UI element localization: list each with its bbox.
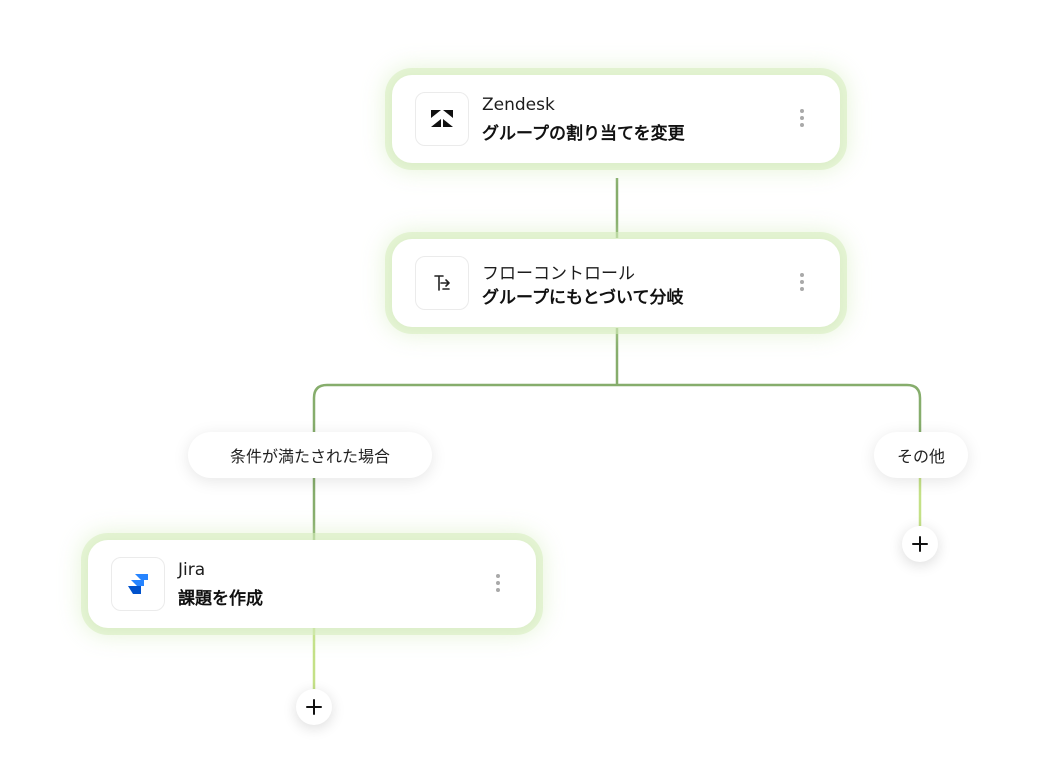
more-options-icon[interactable] [798,273,806,295]
zendesk-logo-icon [415,92,469,146]
more-options-icon[interactable] [494,574,502,596]
branch-arrows-icon [415,256,469,310]
branch-label-other[interactable]: その他 [874,432,968,478]
step-app-name: フローコントロール [482,264,635,284]
step-action-title: 課題を作成 [178,589,263,609]
add-step-button-other[interactable] [902,526,938,562]
step-action-title: グループの割り当てを変更 [482,124,685,144]
plus-icon [912,536,928,552]
step-action-title: グループにもとづいて分岐 [482,288,684,308]
step-app-name: Zendesk [482,95,555,115]
jira-logo-icon [111,557,165,611]
branch-label-matched[interactable]: 条件が満たされた場合 [188,432,432,478]
step-card-zendesk[interactable]: Zendesk グループの割り当てを変更 [392,75,840,163]
plus-icon [306,699,322,715]
step-app-name: Jira [178,560,206,580]
step-card-jira[interactable]: Jira 課題を作成 [88,540,536,628]
add-step-button-jira[interactable] [296,689,332,725]
step-card-flow-control[interactable]: フローコントロール グループにもとづいて分岐 [392,239,840,327]
more-options-icon[interactable] [798,109,806,131]
